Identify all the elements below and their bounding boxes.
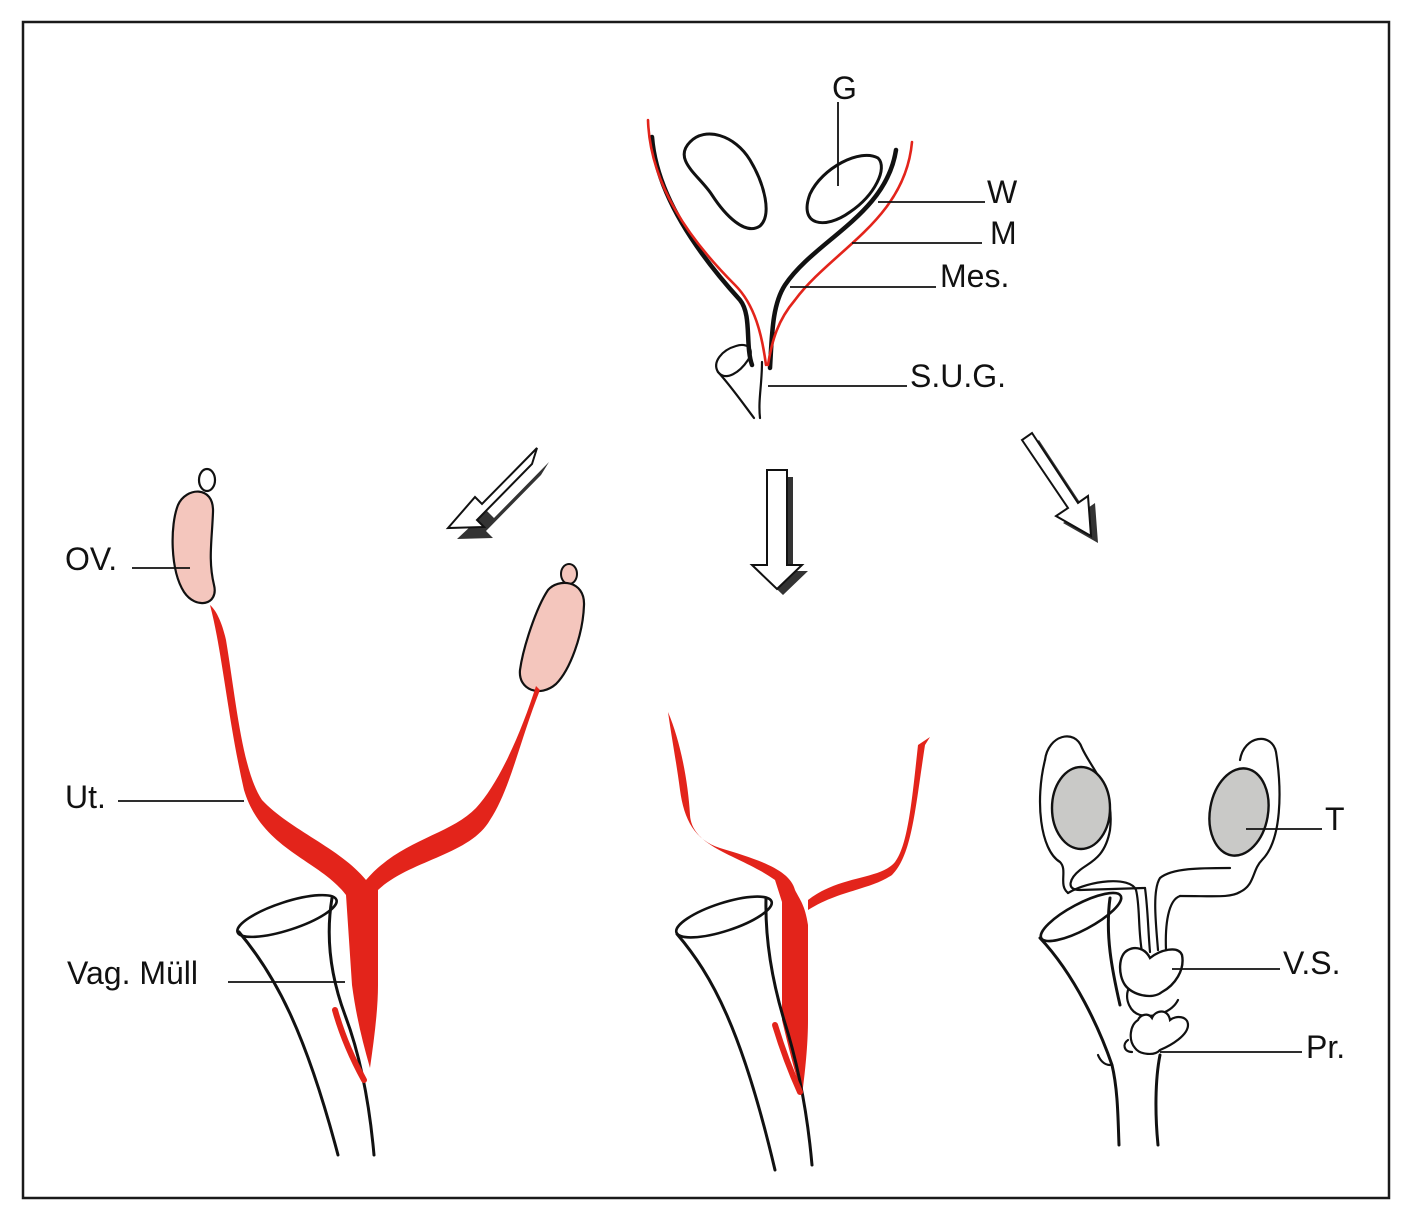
gonad-left — [682, 132, 768, 230]
arrow-down-icon — [749, 469, 808, 595]
gonad-right — [805, 153, 883, 225]
vas-deferens-left-b — [1143, 886, 1152, 954]
epididymis-left-outer — [1043, 735, 1147, 892]
urogenital-sinus-mid-left — [675, 932, 777, 1172]
intermediate-development — [668, 712, 930, 1172]
fimbria-left — [197, 467, 217, 493]
female-development: OV. Ut. Vag. Müll — [65, 467, 586, 1157]
figure-frame — [21, 20, 1391, 1200]
urogenital-sinus-male-opening — [1039, 891, 1123, 943]
ovary-left — [171, 490, 216, 605]
ovary-right — [518, 581, 586, 693]
urogenital-sinus-male-left — [1038, 936, 1121, 1147]
arrow-down-right-icon — [1020, 431, 1098, 543]
label-wolffian: W — [987, 174, 1018, 210]
vas-deferens-left-a — [1066, 880, 1144, 954]
male-development: T V.S. Pr. — [1038, 735, 1345, 1147]
testis-right — [1208, 767, 1270, 857]
label-testis: T — [1325, 801, 1345, 837]
urogenital-sinus-mid-opening — [674, 895, 774, 939]
label-mullerian-vagina: Vag. Müll — [67, 955, 198, 991]
rudimentary-uterus — [668, 712, 930, 1095]
label-mesonephros: Mes. — [940, 258, 1009, 294]
wolffian-duct-left — [649, 134, 755, 368]
fimbria-right — [560, 563, 578, 585]
urogenital-sinus-male-right-top — [1106, 896, 1122, 1007]
arrow-down-left-icon — [445, 447, 549, 539]
urogenital-sinus-female-right — [327, 896, 376, 1157]
mullerian-duct-right — [766, 140, 914, 367]
mullerian-vagina-mid — [772, 1022, 803, 1095]
urogenital-sinus-wall-right — [758, 360, 764, 420]
label-mullerian: M — [990, 215, 1017, 251]
urogenital-sinus-opening — [715, 343, 752, 378]
mullerian-vagina-left — [332, 1007, 367, 1083]
mullerian-duct-left — [646, 118, 768, 367]
label-gonad: G — [832, 70, 857, 106]
urogenital-sinus-male-right-bottom — [1154, 1053, 1162, 1147]
urethral-bud — [1096, 1053, 1112, 1067]
label-ovary: OV. — [65, 541, 117, 577]
indifferent-stage: G W M Mes. S.U.G. — [646, 70, 1018, 420]
vas-deferens-right-b — [1154, 866, 1232, 952]
prostate-bud — [1123, 1038, 1134, 1054]
seminal-vesicle — [1118, 946, 1184, 998]
prostate — [1129, 1010, 1190, 1055]
label-sug: S.U.G. — [910, 358, 1006, 394]
urogenital-sinus-female-left — [237, 930, 340, 1157]
label-seminal-vesicle: V.S. — [1283, 945, 1341, 981]
label-uterus: Ut. — [65, 779, 106, 815]
testis-left — [1050, 765, 1112, 851]
urogenital-sinus-mid-right — [764, 896, 814, 1167]
label-prostate: Pr. — [1306, 1029, 1345, 1065]
wolffian-duct-right — [767, 147, 899, 371]
urogenital-sinus-female-opening — [236, 893, 338, 939]
vas-deferens-right-a — [1164, 894, 1182, 952]
urogenital-sinus-wall-left — [716, 370, 756, 420]
seminal-vesicle-lower — [1126, 988, 1180, 1017]
uterus — [210, 605, 540, 1068]
epididymis-left-inner — [1038, 758, 1070, 895]
epididymis-right-outer — [1178, 737, 1281, 898]
